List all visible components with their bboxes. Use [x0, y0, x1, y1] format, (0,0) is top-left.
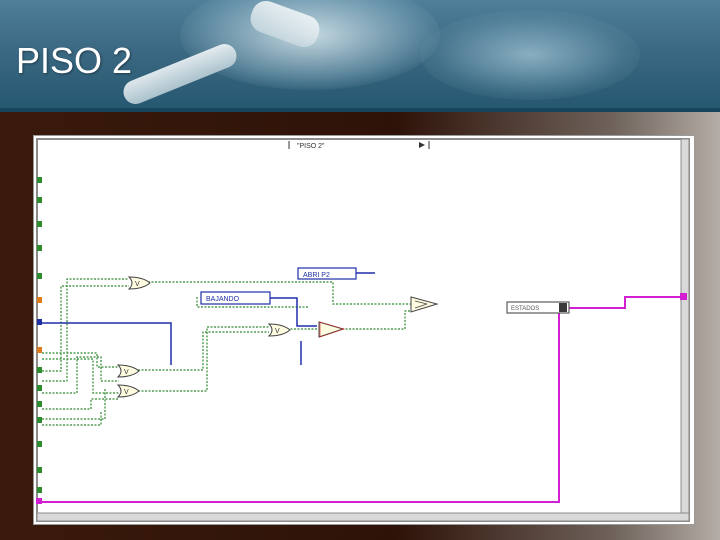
header-light-decoration-2 — [420, 10, 640, 100]
case-selector-label: "PISO 2" — [297, 143, 325, 150]
header-stripe — [0, 108, 720, 112]
constant-estados-label: ESTADOS — [511, 306, 539, 312]
cluster-wires — [42, 297, 683, 502]
case-selector-arrow-icon[interactable] — [419, 142, 425, 148]
block-diagram-screenshot: "PISO 2" — [33, 135, 695, 525]
cluster-output-tunnel — [680, 293, 687, 300]
svg-text:V: V — [124, 369, 129, 376]
or-gate-top[interactable]: V — [129, 277, 150, 289]
constant-bajando[interactable]: BAJANDO — [201, 292, 270, 304]
constant-bajando-label: BAJANDO — [206, 296, 240, 303]
select-node[interactable] — [411, 297, 437, 312]
slide-title: PISO 2 — [16, 40, 132, 82]
equal-comparison-node[interactable] — [319, 322, 344, 337]
constant-estados[interactable]: ESTADOS — [507, 302, 569, 313]
block-diagram: "PISO 2" — [34, 136, 694, 524]
case-selector[interactable]: "PISO 2" — [289, 141, 429, 150]
slide-header: PISO 2 — [0, 0, 720, 112]
svg-text:V: V — [135, 281, 140, 288]
or-gate-mid[interactable]: V — [269, 324, 290, 336]
constant-abri-p2[interactable]: ABRI P2 — [298, 268, 356, 279]
or-gate-low-1[interactable]: V — [118, 365, 139, 377]
case-structure-bottom-edge — [37, 513, 689, 521]
constant-abri-p2-label: ABRI P2 — [303, 272, 330, 279]
svg-text:V: V — [275, 328, 280, 335]
case-structure-border — [37, 139, 689, 521]
or-gate-low-2[interactable]: V — [118, 385, 139, 397]
enum-wires — [42, 273, 375, 365]
case-structure-right-edge — [681, 139, 689, 521]
svg-text:V: V — [124, 389, 129, 396]
